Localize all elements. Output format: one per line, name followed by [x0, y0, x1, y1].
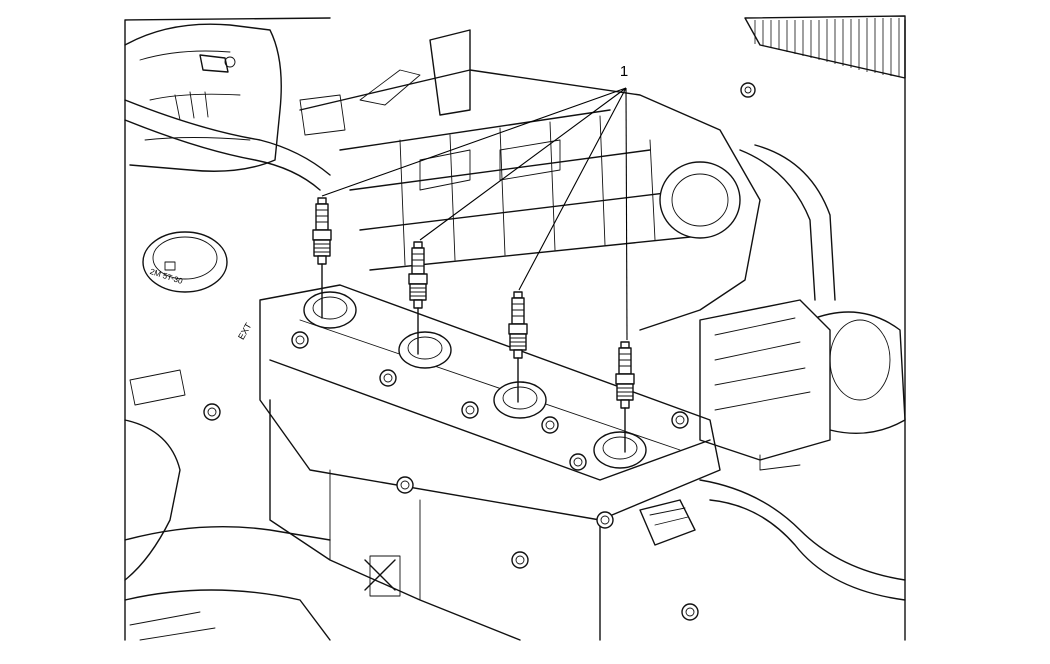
spark-plug-3 — [508, 291, 528, 403]
spark-plug-1 — [312, 197, 332, 319]
cylinder-head-bolts — [203, 82, 756, 621]
intake-manifold — [299, 29, 761, 331]
hoses-and-harness — [124, 69, 906, 601]
spark-plugs — [312, 197, 635, 453]
lower-air-duct — [124, 525, 331, 641]
oil-filler-cap: 2M 5T-30 — [142, 231, 228, 293]
control-module — [699, 299, 831, 471]
spark-plug-2 — [408, 241, 428, 355]
cylinder-head — [259, 284, 721, 641]
wiring-connector — [639, 499, 696, 546]
leader-line-plug-4 — [625, 87, 628, 341]
callout-number: 1 — [620, 63, 628, 80]
spark-plug-wells — [303, 291, 647, 469]
spark-plug-4 — [615, 341, 635, 453]
exhaust-mark-label: EXT — [236, 321, 254, 342]
x-mark-symbol — [364, 555, 401, 597]
coolant-reservoir — [124, 23, 282, 172]
leader-line-plug-1 — [321, 87, 627, 197]
engine-background-linework: 2M 5T-30 — [124, 15, 906, 641]
leader-line-plug-2 — [419, 87, 627, 241]
callout-1: 1 — [321, 63, 628, 341]
radiator-grille — [744, 15, 906, 79]
leader-line-plug-3 — [518, 87, 627, 291]
